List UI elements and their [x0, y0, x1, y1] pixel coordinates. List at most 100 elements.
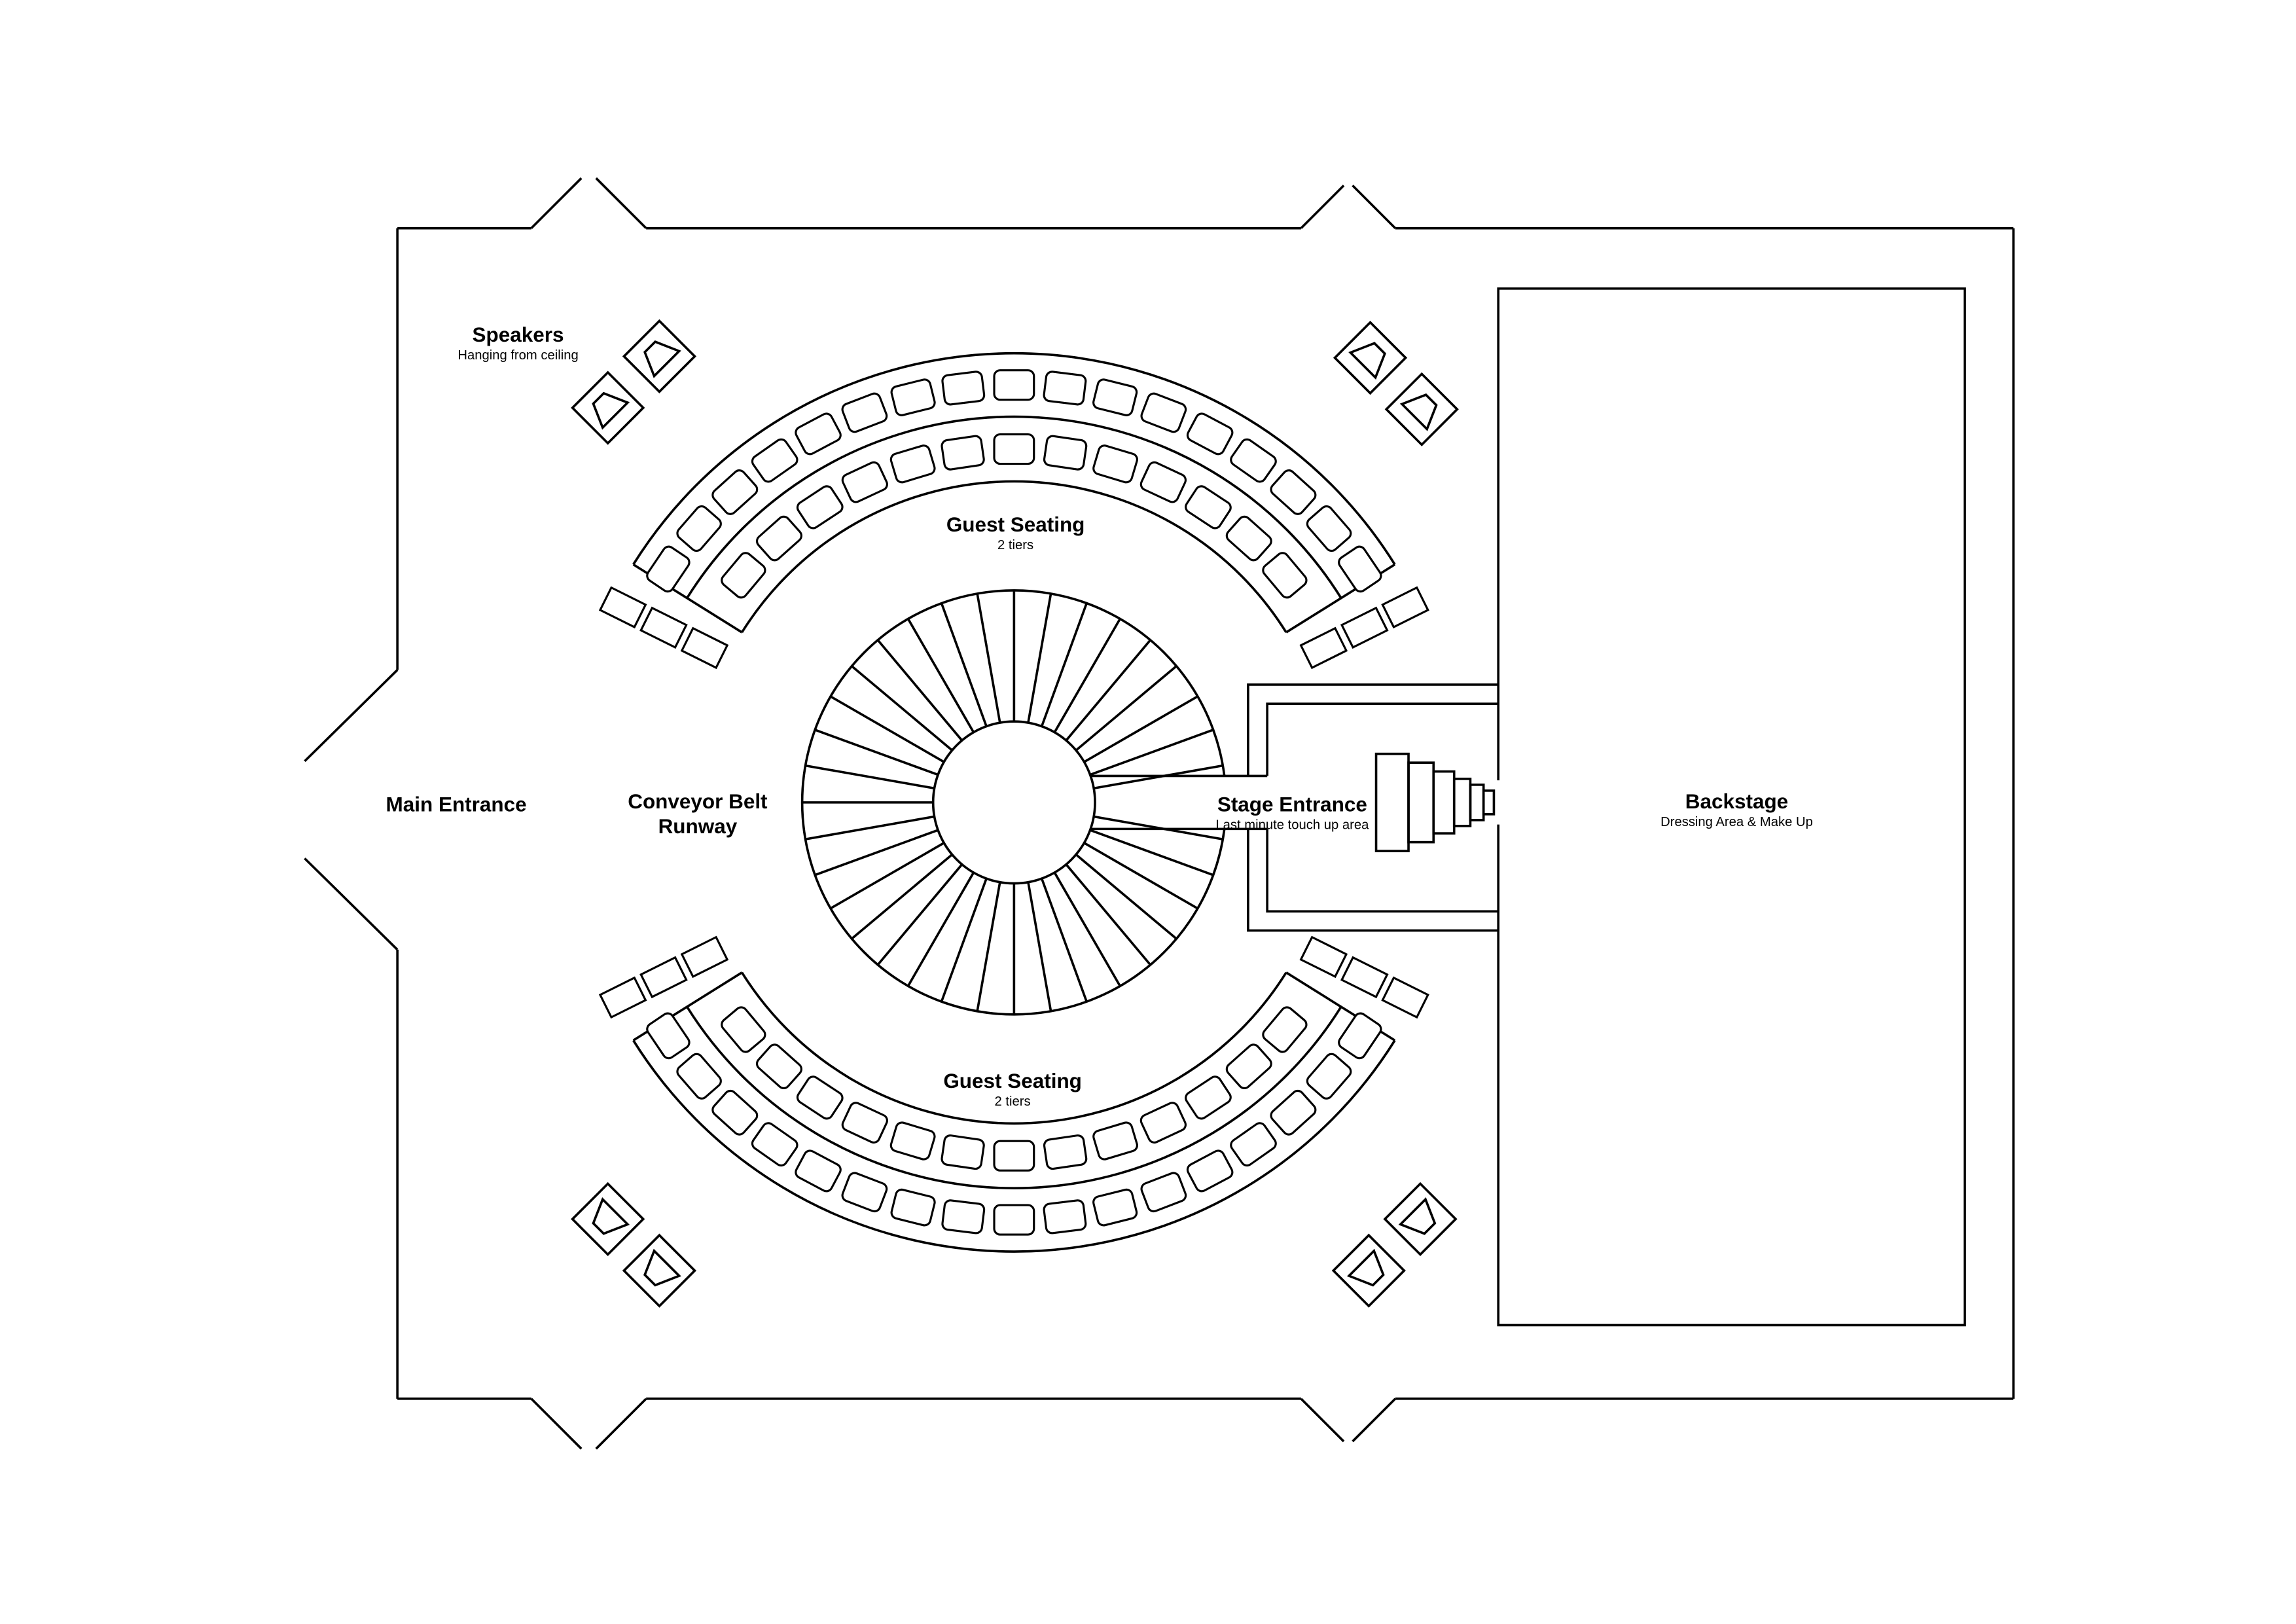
runway-belt-segment	[851, 665, 953, 751]
tier-end-table	[1340, 606, 1389, 649]
stage-room-outer-wall	[1247, 683, 1499, 932]
speaker-icon	[571, 1182, 645, 1257]
speaker-cone	[1348, 342, 1386, 380]
runway-belt-segment	[940, 878, 988, 1002]
speaker-box	[571, 370, 645, 445]
runway-belt-segment	[876, 863, 963, 966]
runway-belt-segment	[805, 815, 935, 840]
seat	[795, 1149, 842, 1193]
runway-belt-segment	[1093, 764, 1223, 790]
seating-tier-arc	[686, 1006, 1342, 1189]
speaker-box	[571, 1182, 645, 1257]
speaker-icon	[622, 1233, 697, 1308]
seating-tier-arc	[632, 1039, 1396, 1253]
seat	[751, 438, 798, 483]
runway-belt-segment	[940, 602, 988, 727]
seat	[1139, 461, 1187, 503]
step	[1482, 789, 1496, 816]
runway-belt-segment	[1083, 695, 1198, 763]
seat	[1230, 438, 1277, 483]
speaker-box	[1333, 320, 1408, 395]
seat	[1338, 545, 1382, 593]
runway-belt-segment	[1090, 729, 1214, 776]
speaker-box	[622, 319, 697, 393]
label-stage-entrance-sub: Last minute touch up area	[1215, 818, 1369, 832]
seat	[1043, 1199, 1087, 1235]
seat	[1185, 1075, 1232, 1120]
backstage-walls	[1497, 287, 1966, 1327]
outer-walls	[304, 177, 2015, 1450]
speaker-box	[1383, 1182, 1458, 1257]
seat	[841, 1172, 888, 1213]
main-entrance-opening	[304, 669, 399, 951]
opening-top-right	[1300, 185, 1397, 229]
seat	[1306, 505, 1352, 552]
stage-room-inner-wall	[1266, 702, 1499, 913]
label-guest-seating-top: Guest Seating	[946, 513, 1085, 536]
seat	[889, 1121, 936, 1161]
tier-end-table	[680, 935, 729, 979]
speaker-cone	[1398, 1197, 1437, 1235]
seat	[1092, 444, 1138, 484]
runway-belt-segment	[1075, 665, 1177, 751]
seat	[755, 515, 802, 562]
ceiling-speakers	[571, 319, 1459, 1308]
runway-belt-segment	[805, 764, 935, 790]
opening-bottom-right	[1300, 1398, 1397, 1443]
seat	[1262, 552, 1308, 599]
speaker-box	[1384, 372, 1459, 446]
label-main-entrance: Main Entrance	[386, 793, 527, 816]
runway-belt-segment	[1093, 815, 1223, 840]
speaker-cone	[643, 1248, 681, 1287]
runway-belt-segment	[1053, 618, 1121, 733]
tier-end-table	[1299, 626, 1348, 670]
runway-belt-segment	[1027, 882, 1052, 1012]
speaker-box	[622, 1233, 697, 1308]
seat	[1092, 378, 1138, 416]
tier-end-table	[598, 976, 647, 1019]
seat	[1230, 1122, 1277, 1167]
runway-belt-segment	[1040, 878, 1088, 1002]
seat	[1092, 1121, 1138, 1161]
seat	[941, 1134, 985, 1170]
speaker-cone	[592, 391, 630, 430]
seat	[841, 1102, 888, 1144]
runway-belt-segment	[814, 829, 939, 876]
speaker-cone	[592, 1197, 630, 1235]
tier-end-table	[639, 606, 688, 649]
seat	[711, 1089, 759, 1136]
speaker-icon	[1333, 320, 1408, 395]
label-backstage-sub: Dressing Area & Make Up	[1660, 815, 1813, 829]
seat	[1306, 1053, 1352, 1100]
tier-end-table	[598, 586, 647, 629]
seat	[993, 1204, 1035, 1236]
seat	[676, 1053, 722, 1100]
tier-end-table	[1299, 935, 1348, 979]
label-guest-seating-bottom: Guest Seating	[943, 1070, 1082, 1092]
seat	[1225, 515, 1272, 562]
guest-seating-top	[598, 352, 1429, 670]
speaker-icon	[1331, 1233, 1406, 1308]
runway-belt-segment	[851, 854, 953, 940]
conveyor-belt-runway	[800, 589, 1226, 1016]
seat	[1140, 1172, 1187, 1213]
speaker-cone	[1346, 1248, 1385, 1287]
runway-belt-segment	[1065, 863, 1151, 966]
runway-belt-segment	[1090, 829, 1214, 876]
seat	[755, 1043, 802, 1090]
seating-tier-arc	[741, 971, 1287, 1125]
runway-belt-segment	[830, 842, 945, 910]
seat	[993, 1140, 1035, 1172]
label-runway-line2: Runway	[658, 815, 738, 838]
seat	[721, 552, 766, 599]
seat	[721, 1006, 766, 1053]
speaker-box	[1331, 1233, 1406, 1308]
runway-belt-segment	[1075, 854, 1177, 940]
seat	[890, 378, 936, 416]
speaker-cone	[643, 340, 681, 378]
opening-top-left	[530, 177, 647, 229]
opening-bottom-left	[530, 1398, 647, 1450]
seat	[1139, 1102, 1187, 1144]
seat	[1043, 1134, 1088, 1170]
